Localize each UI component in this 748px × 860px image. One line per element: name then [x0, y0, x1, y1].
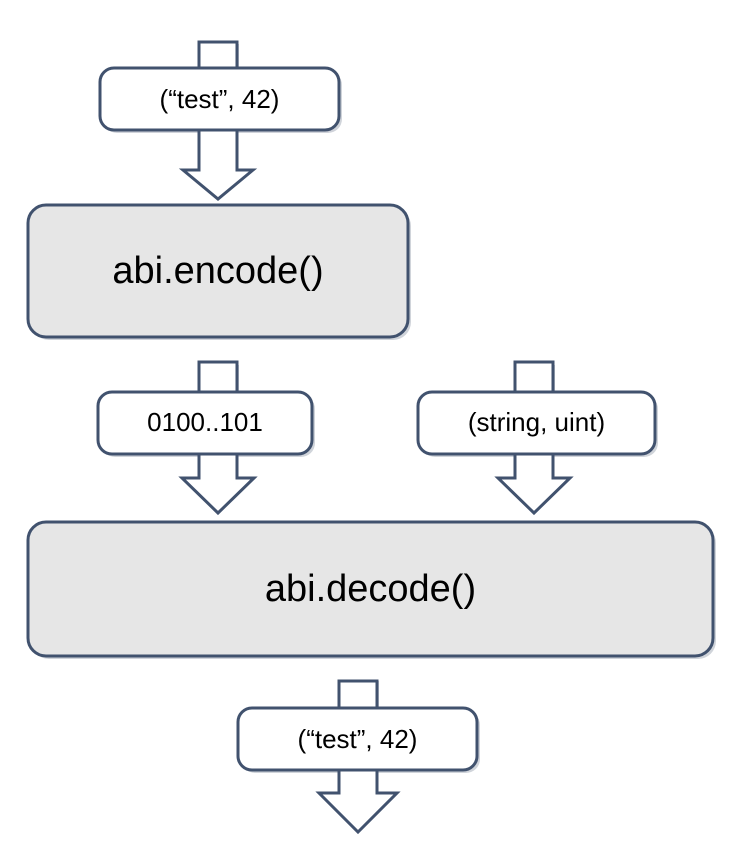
node-abi-decode[interactable]: abi.decode() [26, 520, 715, 658]
inbound-stem-to-input-tuple [197, 40, 239, 72]
node-type-tuple-shape [416, 390, 657, 456]
node-abi-encode-label: abi.encode() [112, 250, 323, 292]
node-input-tuple-shape [98, 66, 341, 132]
node-output-tuple-shape [236, 706, 479, 772]
stem-decode-to-output-tuple [337, 679, 379, 711]
node-abi-encode[interactable]: abi.encode() [26, 203, 410, 339]
arrow-encoded-bytes-to-decode [178, 452, 258, 516]
node-encoded-bytes-label: 0100..101 [147, 407, 263, 437]
node-abi-encode-shape [26, 203, 410, 339]
node-output-tuple-label: (“test”, 42) [298, 724, 418, 754]
node-abi-decode-shape [26, 520, 715, 658]
node-type-tuple[interactable]: (string, uint) [416, 390, 657, 456]
arrow-input-tuple-to-encode [178, 128, 258, 201]
node-type-tuple-label: (string, uint) [468, 407, 605, 437]
arrow-output-tuple-outbound [315, 768, 401, 835]
node-abi-decode-label: abi.decode() [265, 568, 476, 610]
node-encoded-bytes-shape [96, 390, 314, 456]
stem-to-type-tuple [513, 360, 555, 395]
stem-encode-to-encoded-bytes [197, 360, 239, 395]
node-output-tuple[interactable]: (“test”, 42) [236, 706, 479, 772]
node-input-tuple-label: (“test”, 42) [160, 84, 280, 114]
node-encoded-bytes[interactable]: 0100..101 [96, 390, 314, 456]
arrow-type-tuple-to-decode [494, 452, 574, 516]
node-input-tuple[interactable]: (“test”, 42) [98, 66, 341, 132]
